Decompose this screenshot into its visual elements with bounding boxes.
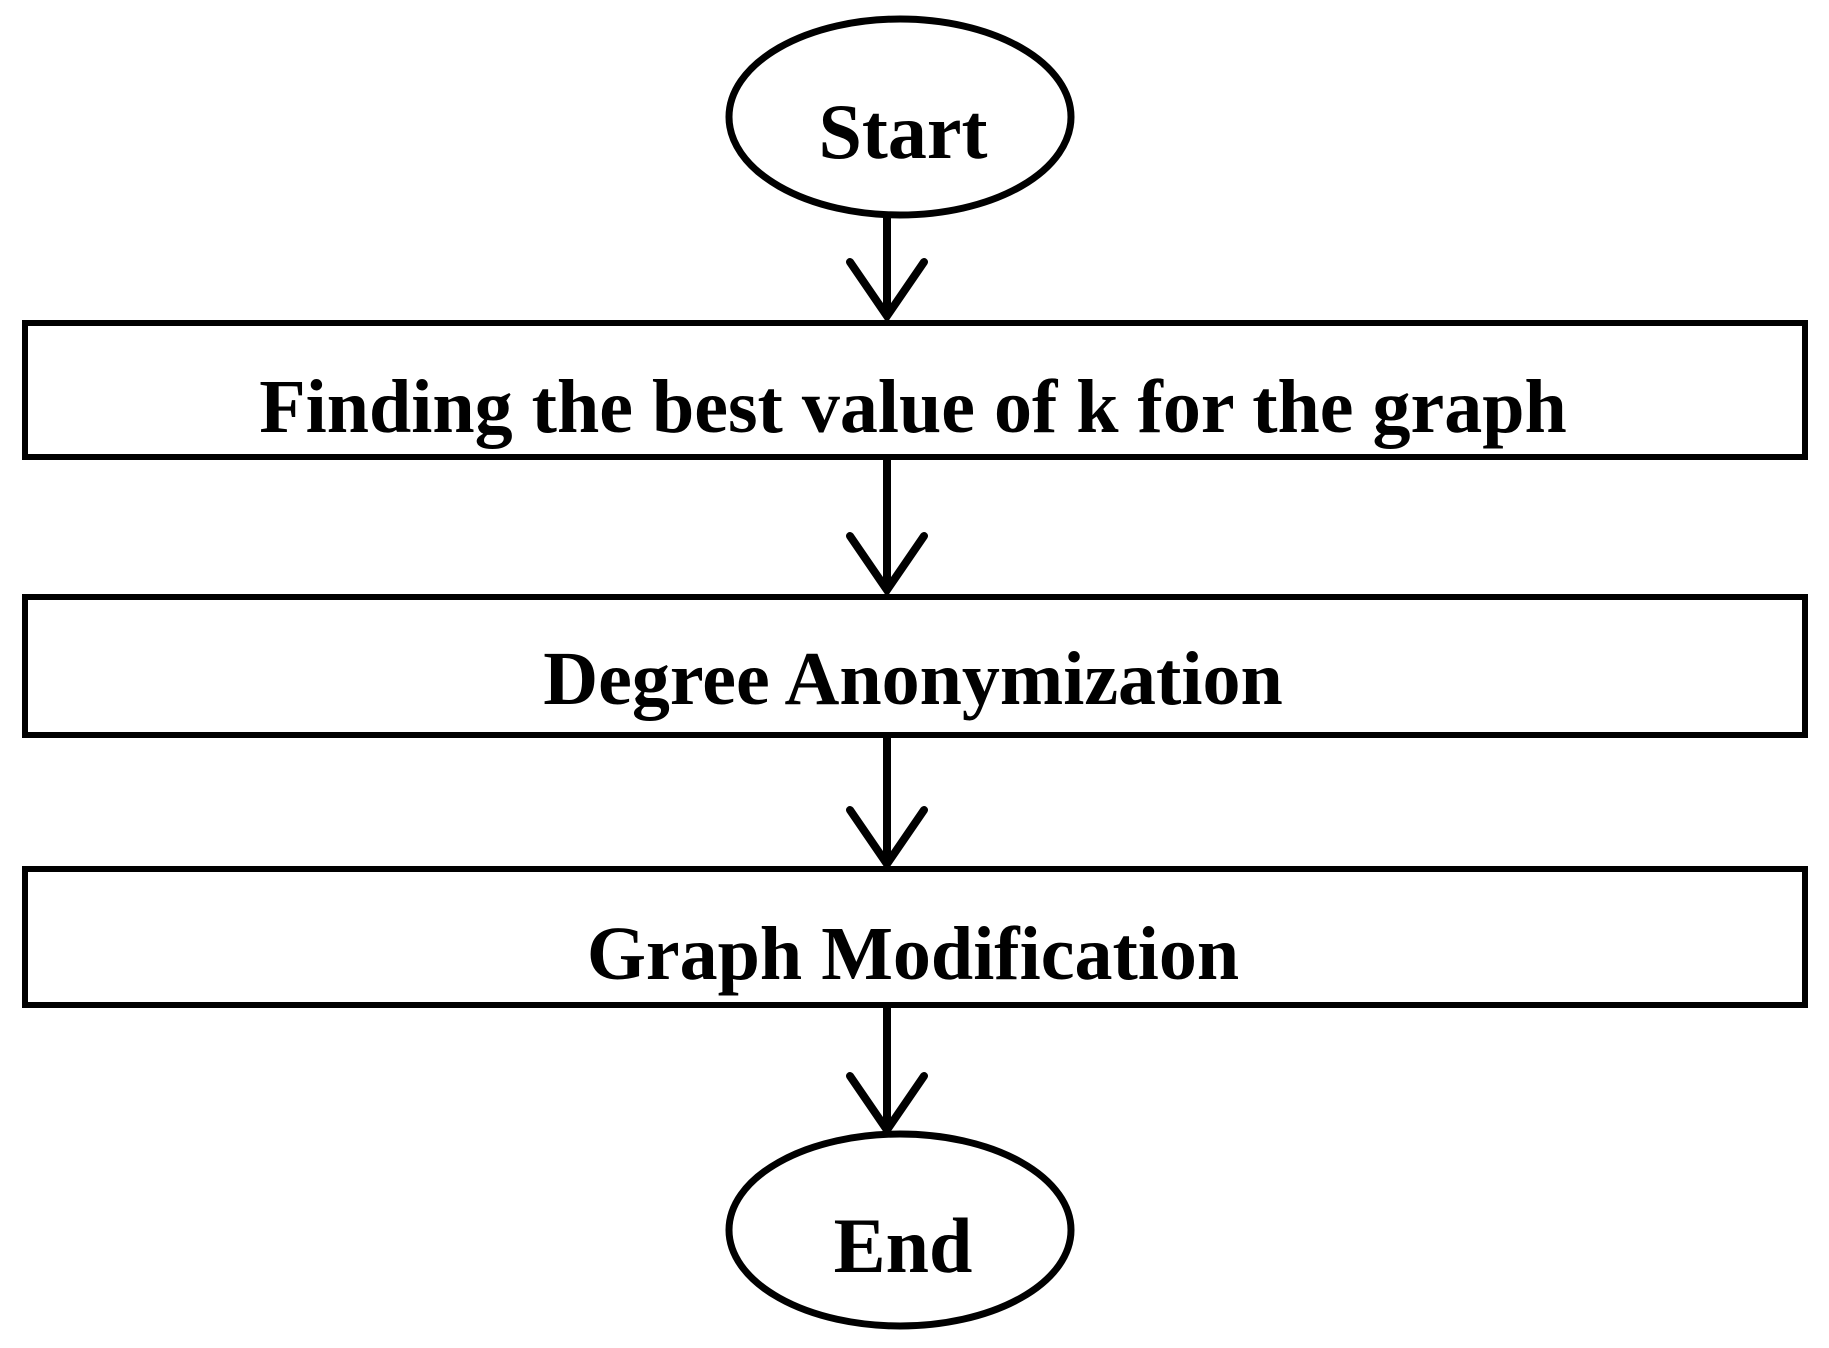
step-find-best-k: Finding the best value of k for the grap… [22, 320, 1808, 460]
end-node: End [725, 1130, 1075, 1330]
step-degree-anonymization-label: Degree Anonymization [543, 637, 1283, 721]
arrow-step3-to-end [846, 1004, 928, 1138]
step-degree-anonymization-box [22, 594, 1808, 738]
step-find-best-k-box [22, 320, 1808, 460]
step-degree-anonymization: Degree Anonymization [22, 594, 1808, 738]
step-find-best-k-label: Finding the best value of k for the grap… [259, 365, 1567, 449]
arrow-start-to-step1 [846, 212, 928, 324]
step-graph-modification: Graph Modification [22, 866, 1808, 1008]
step-graph-modification-label: Graph Modification [587, 912, 1239, 996]
start-node: Start [725, 15, 1075, 219]
start-ellipse [725, 15, 1075, 219]
arrow-step2-to-step3 [846, 734, 928, 872]
end-label: End [834, 1202, 973, 1289]
end-ellipse [725, 1130, 1075, 1330]
arrow-step1-to-step2 [846, 456, 928, 598]
start-label: Start [819, 88, 988, 175]
step-graph-modification-box [22, 866, 1808, 1008]
